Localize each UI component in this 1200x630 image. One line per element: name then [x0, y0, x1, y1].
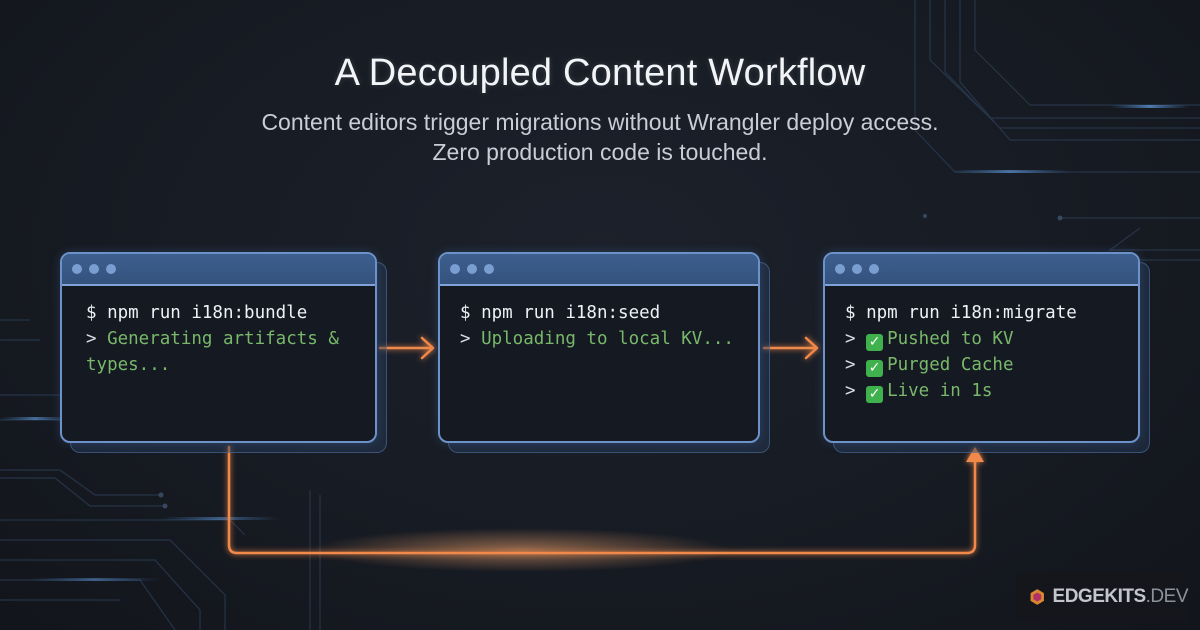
terminal-output-line: > ✓Live in 1s	[845, 381, 993, 403]
hexagon-logo-icon	[1030, 589, 1044, 605]
terminal-window-bundle: $ npm run i18n:bundle > Generating artif…	[60, 252, 387, 453]
window-dot-icon	[467, 264, 477, 274]
terminal-output-line: > Generating artifacts &	[86, 329, 339, 349]
window-dot-icon	[852, 264, 862, 274]
window-dot-icon	[835, 264, 845, 274]
terminal-window-migrate: $ npm run i18n:migrate > ✓Pushed to KV >…	[823, 252, 1150, 453]
terminal-body: $ npm run i18n:bundle > Generating artif…	[62, 286, 375, 378]
window-dot-icon	[450, 264, 460, 274]
terminal-output-line: > ✓Pushed to KV	[845, 329, 1014, 351]
window-frame: $ npm run i18n:bundle > Generating artif…	[60, 252, 377, 443]
check-mark-icon: ✓	[866, 386, 884, 403]
terminal-body: $ npm run i18n:seed > Uploading to local…	[440, 286, 758, 352]
arrow-bundle-to-migrate	[227, 445, 977, 555]
window-dot-icon	[89, 264, 99, 274]
window-frame: $ npm run i18n:seed > Uploading to local…	[438, 252, 760, 443]
window-dot-icon	[106, 264, 116, 274]
page-subtitle: Content editors trigger migrations witho…	[0, 107, 1200, 167]
window-titlebar	[440, 254, 758, 286]
window-frame: $ npm run i18n:migrate > ✓Pushed to KV >…	[823, 252, 1140, 443]
terminal-command: $ npm run i18n:migrate	[845, 303, 1077, 323]
arrow-bundle-to-seed	[378, 336, 435, 360]
brand-name: EDGEKITS.DEV	[1052, 586, 1189, 607]
terminal-command: $ npm run i18n:bundle	[86, 303, 308, 323]
window-titlebar	[62, 254, 375, 286]
window-dot-icon	[72, 264, 82, 274]
terminal-command: $ npm run i18n:seed	[460, 303, 661, 323]
terminal-output-line: types...	[86, 355, 171, 375]
terminal-output-line: > ✓Purged Cache	[845, 355, 1014, 377]
subtitle-line-1: Content editors trigger migrations witho…	[261, 109, 939, 135]
terminal-window-seed: $ npm run i18n:seed > Uploading to local…	[438, 252, 770, 453]
arrow-seed-to-migrate	[762, 336, 819, 360]
page-title: A Decoupled Content Workflow	[334, 52, 866, 94]
terminal-output-line: > Uploading to local KV...	[460, 329, 734, 349]
brand-badge[interactable]: EDGEKITS.DEV	[1016, 572, 1189, 622]
window-titlebar	[825, 254, 1138, 286]
window-dot-icon	[869, 264, 879, 274]
check-mark-icon: ✓	[866, 360, 884, 377]
terminal-body: $ npm run i18n:migrate > ✓Pushed to KV >…	[825, 286, 1138, 404]
check-mark-icon: ✓	[866, 334, 884, 351]
subtitle-line-2: Zero production code is touched.	[432, 139, 768, 165]
window-dot-icon	[484, 264, 494, 274]
